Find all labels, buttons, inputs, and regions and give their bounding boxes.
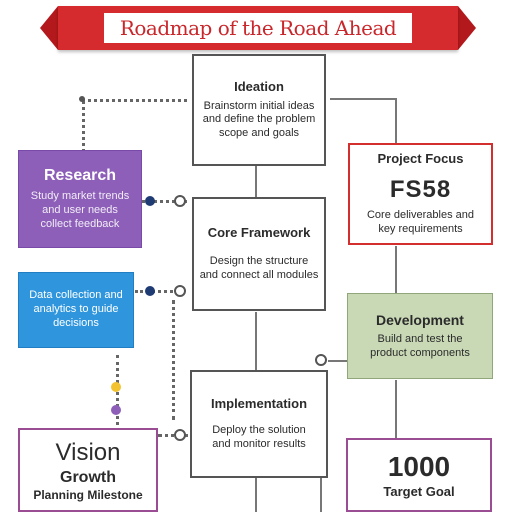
research-box: Research Study market trends and user ne… bbox=[18, 150, 142, 248]
connector-node bbox=[174, 429, 186, 441]
connector-dotted bbox=[82, 99, 187, 102]
title-banner: Roadmap of the Road Ahead bbox=[58, 6, 458, 50]
connector-node bbox=[111, 405, 121, 415]
box-line: Build and test the bbox=[377, 333, 462, 347]
connector-node bbox=[315, 354, 327, 366]
box-title: Core Framework bbox=[208, 225, 311, 241]
box-line: and connect all modules bbox=[200, 269, 319, 283]
development-box: Development Build and test the product c… bbox=[347, 293, 493, 379]
banner-tail-left bbox=[40, 6, 58, 50]
box-line: and define the problem bbox=[203, 113, 316, 127]
box-line: Brainstorm initial ideas bbox=[204, 100, 315, 114]
vision-box: Vision Growth Planning Milestone bbox=[18, 428, 158, 512]
analytics-box: Data collection and analytics to guide d… bbox=[18, 272, 134, 348]
box-title: Implementation bbox=[211, 396, 307, 412]
connector-node bbox=[79, 96, 85, 102]
box-line: Design the structure bbox=[210, 255, 308, 269]
box-title: Research bbox=[44, 166, 116, 186]
box-line: scope and goals bbox=[219, 127, 299, 141]
box-line: and monitor results bbox=[212, 438, 306, 452]
target-box: 1000 Target Goal bbox=[346, 438, 492, 512]
connector-line bbox=[330, 98, 395, 100]
connector-line bbox=[395, 246, 397, 294]
box-line: analytics to guide bbox=[34, 303, 119, 317]
box-line: Core deliverables and bbox=[367, 209, 474, 223]
box-line: and user needs bbox=[42, 204, 118, 218]
connector-node bbox=[145, 286, 155, 296]
box-title: Ideation bbox=[234, 79, 284, 95]
box-line: Deploy the solution bbox=[212, 424, 306, 438]
connector-line bbox=[395, 98, 397, 144]
box-caption: Target Goal bbox=[383, 484, 454, 500]
banner-tail-right bbox=[458, 6, 476, 50]
connector-line bbox=[255, 165, 257, 197]
connector-line bbox=[320, 478, 322, 512]
box-line: collect feedback bbox=[41, 218, 120, 232]
ideation-box: Ideation Brainstorm initial ideas and de… bbox=[192, 54, 326, 166]
connector-node bbox=[174, 285, 186, 297]
box-line: Study market trends bbox=[31, 190, 129, 204]
box-caption: Planning Milestone bbox=[33, 488, 142, 503]
connector-line bbox=[328, 360, 348, 362]
box-line: decisions bbox=[53, 317, 99, 331]
box-title: Development bbox=[376, 312, 464, 330]
project-focus-box: Project Focus FS58 Core deliverables and… bbox=[348, 143, 493, 245]
connector-node bbox=[174, 195, 186, 207]
box-title: Project Focus bbox=[378, 151, 464, 167]
box-value: 1000 bbox=[388, 449, 450, 484]
connector-node bbox=[111, 382, 121, 392]
box-line: key requirements bbox=[378, 223, 462, 237]
box-subheading: Growth bbox=[60, 468, 116, 488]
core-framework-box: Core Framework Design the structure and … bbox=[192, 197, 326, 311]
box-heading: Vision bbox=[56, 438, 121, 468]
box-line: Data collection and bbox=[29, 289, 123, 303]
connector-line bbox=[255, 312, 257, 370]
implementation-box: Implementation Deploy the solution and m… bbox=[190, 370, 328, 478]
connector-dotted bbox=[172, 300, 175, 420]
banner-title: Roadmap of the Road Ahead bbox=[104, 13, 412, 43]
box-line: product components bbox=[370, 347, 470, 361]
connector-line bbox=[395, 380, 397, 438]
box-value: FS58 bbox=[390, 175, 451, 205]
connector-node bbox=[145, 196, 155, 206]
connector-line bbox=[255, 478, 257, 512]
